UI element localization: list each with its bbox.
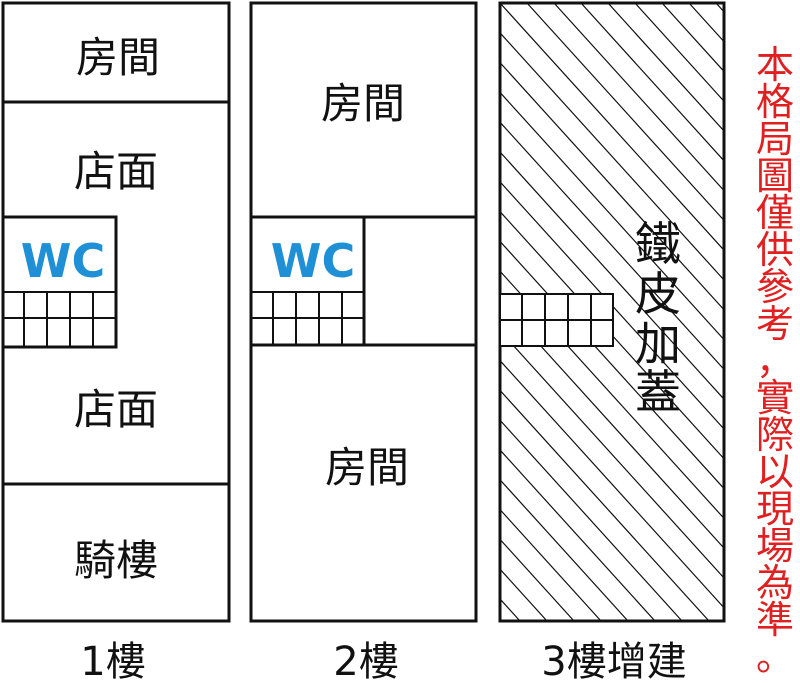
hatch-line — [500, 419, 683, 621]
floor-2-stairs — [251, 292, 364, 345]
floor-3-caption: 3樓增建 — [541, 639, 686, 683]
floor-1-wc-box — [1, 215, 118, 349]
hatch-line — [500, 61, 724, 311]
disclaimer-char: 局 — [756, 117, 794, 161]
floor-2-caption: 2樓 — [333, 639, 398, 683]
disclaimer-char: 準 — [756, 598, 794, 642]
floor-1-wc-label: WC — [21, 234, 106, 288]
disclaimer-char: 僅 — [756, 191, 794, 235]
hatch-line — [500, 508, 602, 621]
hatch-line — [553, 3, 724, 192]
hatch-line — [500, 478, 629, 621]
floor-2-outline — [249, 1, 478, 623]
hatch-line — [607, 3, 724, 132]
floor-3-stairs — [499, 293, 614, 347]
floor-3-label-char: 蓋 — [635, 365, 681, 419]
floor-1-room-label: 房間 — [76, 33, 160, 82]
disclaimer-char: 考 — [756, 302, 794, 346]
disclaimer-char: 現 — [756, 487, 794, 531]
floor-3-plan: 鐵 皮 加 蓋 — [498, 1, 726, 623]
hatch-line — [500, 449, 656, 621]
disclaimer-char: 供 — [756, 228, 794, 272]
disclaimer-char: 格 — [756, 80, 794, 124]
hatch-line — [500, 91, 724, 341]
hatch-line — [580, 3, 724, 162]
disclaimer-char: 為 — [756, 561, 794, 605]
floor-1-caption: 1樓 — [80, 639, 145, 683]
disclaimer-char: 際 — [756, 413, 794, 457]
floor-3-label-char: 鐵 — [635, 217, 681, 271]
hatch-line — [500, 389, 710, 621]
hatch-line — [500, 359, 724, 609]
disclaimer-char: 實 — [756, 376, 794, 420]
floor-2-room-label: 房間 — [325, 443, 409, 492]
floor-1-stairs — [3, 292, 116, 347]
hatch-line — [500, 180, 724, 430]
floor-2-plan: 房間 WC 房間 — [249, 1, 478, 623]
floor-3-label-char: 加 — [635, 317, 681, 371]
floor-1-plan: 房間 店面 WC 店面 騎樓 — [1, 1, 231, 623]
hatch-line — [500, 538, 575, 621]
floor-2-wc-label: WC — [271, 234, 356, 288]
floor-1-room-label: 店面 — [74, 147, 158, 196]
disclaimer-char: 。 — [756, 635, 794, 679]
hatch-line — [500, 121, 724, 371]
disclaimer-char: 參 — [756, 265, 794, 309]
floor-3-label-char: 皮 — [635, 267, 681, 321]
disclaimer-char: 圖 — [756, 154, 794, 198]
hatch-line — [500, 151, 724, 401]
hatch-line — [500, 3, 724, 252]
disclaimer-char: 場 — [756, 524, 794, 568]
hatch-line — [500, 31, 724, 281]
floor-1-room-label: 騎樓 — [74, 536, 158, 585]
hatch-line — [500, 329, 724, 579]
disclaimer-char: 本 — [756, 43, 794, 87]
disclaimer-char: 以 — [756, 450, 794, 494]
floor-3-vertical-label: 鐵 皮 加 蓋 — [635, 217, 681, 419]
floor-1-room-label: 店面 — [74, 385, 158, 434]
hatch-line — [500, 598, 521, 621]
floor-2-room-label: 房間 — [321, 79, 405, 128]
hatch-line — [526, 3, 724, 222]
disclaimer-char: ， — [756, 339, 794, 383]
